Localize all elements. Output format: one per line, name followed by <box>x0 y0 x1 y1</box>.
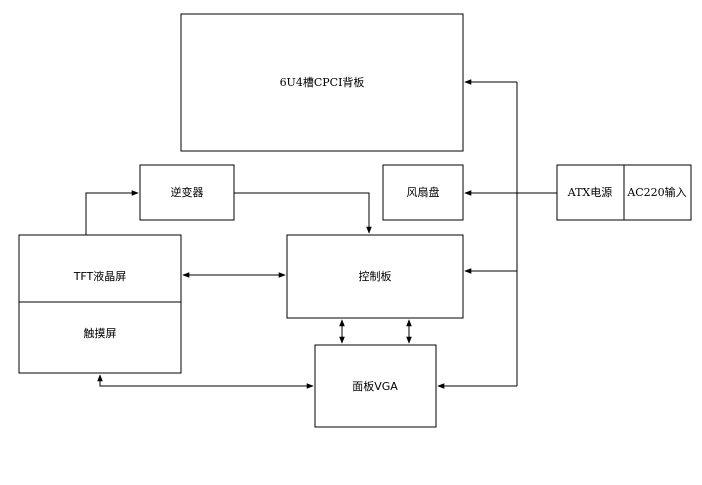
display-block: TFT液晶屏 触摸屏 <box>18 234 182 374</box>
inverter-block: 逆变器 <box>139 164 235 221</box>
inverter-to-control-arrow <box>234 192 372 234</box>
control-board-block: 控制板 <box>286 234 464 319</box>
backplane-label: 6U4槽CPCI背板 <box>280 75 365 89</box>
lcd-to-inverter-arrow <box>85 190 139 235</box>
power-block: ATX电源 AC220输入 <box>556 164 692 221</box>
fan-tray-label: 风扇盘 <box>407 185 440 199</box>
panel-vga-block: 面板VGA <box>314 344 437 428</box>
inverter-label: 逆变器 <box>171 185 204 199</box>
lcd-label: TFT液晶屏 <box>73 269 127 283</box>
ac-input-label: AC220输入 <box>626 185 686 199</box>
touchscreen-label: 触摸屏 <box>84 326 117 340</box>
atx-power-label: ATX电源 <box>567 185 613 199</box>
fan-tray-block: 风扇盘 <box>382 164 464 221</box>
control-board-label: 控制板 <box>359 269 392 283</box>
touch-vga-arrow <box>97 374 314 389</box>
backplane-block: 6U4槽CPCI背板 <box>180 13 464 152</box>
panel-vga-label: 面板VGA <box>352 379 398 393</box>
